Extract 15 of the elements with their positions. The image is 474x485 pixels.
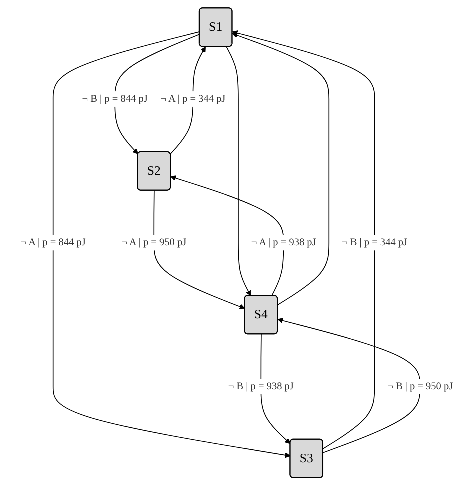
arrow: [226, 46, 252, 296]
edge-label: ¬ B | p = 950 pJ: [388, 380, 454, 392]
edge-label: ¬ B | p = 938 pJ: [228, 380, 294, 392]
edge-label: ¬ A | p = 950 pJ: [122, 236, 187, 248]
arrow: [114, 34, 200, 154]
edge-label: ¬ A | p = 344 pJ: [160, 92, 226, 104]
edge-label: ¬ B | p = 844 pJ: [82, 92, 148, 104]
arrow: [154, 190, 246, 310]
arrow: [232, 32, 330, 306]
arrow: [232, 30, 376, 449]
edge-label: ¬ B | p = 344 pJ: [342, 236, 408, 248]
edge-label: ¬ A | p = 844 pJ: [20, 236, 86, 248]
edge-label: ¬ A | p = 938 pJ: [251, 236, 316, 248]
arrow: [278, 318, 421, 453]
arrow: [170, 175, 284, 296]
